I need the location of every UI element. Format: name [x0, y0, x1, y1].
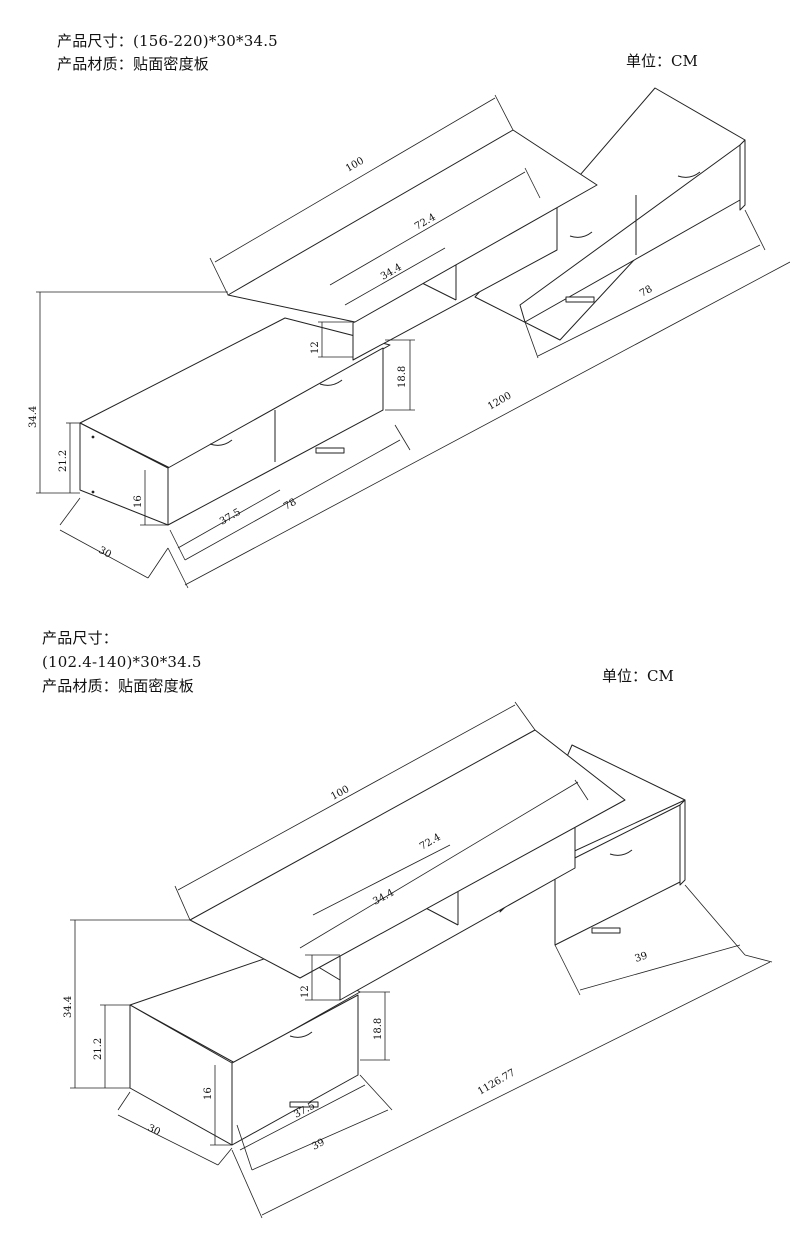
- top-dim-riser-height: 18.8: [397, 366, 408, 388]
- top-dim-total-height: 34.4: [28, 406, 39, 428]
- left-cabinet-top: [79, 317, 391, 469]
- top-board: [227, 129, 598, 323]
- bottom-dim-total-length: 1126.77: [476, 1067, 517, 1097]
- bottom-dim-top-width: 100: [329, 784, 351, 803]
- bottom-dim-right-cabinet: 39: [634, 950, 650, 964]
- top-dim-left-cabinet: 78: [282, 497, 299, 513]
- top-unit-label: 单位：CM: [626, 52, 698, 70]
- bottom-dim-depth: 30: [146, 1123, 162, 1138]
- bottom-dim-left-cabinet: 39: [310, 1137, 326, 1153]
- bottom-material-line: 产品材质：贴面密度板: [42, 677, 195, 695]
- bottom-size-value: (102.4-140)*30*34.5: [42, 653, 202, 671]
- top-dim-cabinet-height: 21.2: [58, 450, 69, 472]
- top-dim-top-width: 100: [344, 156, 366, 175]
- bottom-dim-leg-height: 16: [203, 1087, 214, 1100]
- right-cabinet-side: [739, 139, 746, 211]
- bottom-dim-riser-height: 18.8: [373, 1018, 384, 1040]
- top-dim-depth: 30: [97, 545, 113, 561]
- top-size-line: 产品尺寸：(156-220)*30*34.5: [57, 32, 278, 50]
- bottom-unit-label: 单位：CM: [602, 667, 674, 685]
- top-dim-drawer-width: 37.5: [218, 507, 243, 528]
- bottom-dim-gap-height: 12: [300, 985, 311, 998]
- right-cabinet-side: [679, 799, 686, 886]
- top-dim-right-cabinet: 78: [638, 284, 655, 300]
- top-dim-gap-height: 12: [310, 341, 321, 354]
- bottom-tv-cabinet-drawing: 100 72.4 34.4 39 12 18.8 1126.77 34.4 21…: [63, 701, 773, 1219]
- bottom-dim-cabinet-height: 21.2: [93, 1038, 104, 1060]
- top-board: [189, 729, 626, 979]
- bottom-size-label: 产品尺寸：: [42, 629, 119, 647]
- top-dim-leg-height: 16: [133, 495, 144, 508]
- bottom-dim-total-height: 34.4: [63, 996, 74, 1018]
- top-tv-cabinet-drawing: 100 72.4 34.4 78 12 18.8 1200 34.4 21.2 …: [28, 87, 790, 589]
- top-material-line: 产品材质：贴面密度板: [57, 55, 210, 73]
- top-dim-total-length: 1200: [486, 390, 514, 412]
